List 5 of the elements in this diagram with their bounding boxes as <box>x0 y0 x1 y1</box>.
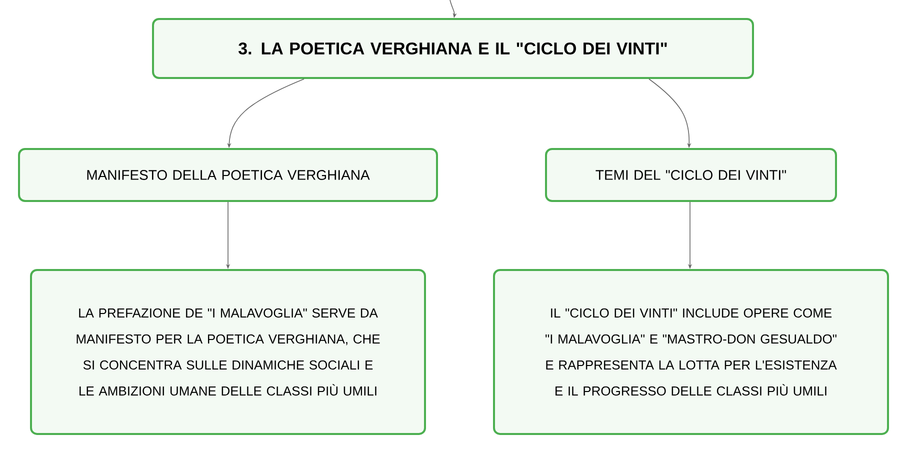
topic-box: MANIFESTO DELLA POETICA VERGHIANA <box>18 148 438 202</box>
topic-box: IL "CICLO DEI VINTI" INCLUDE OPERE COME "I MALAVOGLIA" E "MASTRO-DON GESUALDO" E RAPPRESENTA LA LOTTA PER L'ESISTENZA E IL PROGRESSO DELLE CLASSI PIÙ UMILI <box>493 269 889 435</box>
topic-box: TEMI DEL "CICLO DEI VINTI" <box>545 148 837 202</box>
topic-box: LA PREFAZIONE DE "I MALAVOGLIA" SERVE DA MANIFESTO PER LA POETICA VERGHIANA, CHE SI CONCENTRA SULLE DINAMICHE SOCIALI E LE AMBIZIONI UMANE DELLE CLASSI PIÙ UMILI <box>30 269 426 435</box>
topic-box: 3. LA POETICA VERGHIANA E IL "CICLO DEI VINTI" <box>152 18 754 79</box>
